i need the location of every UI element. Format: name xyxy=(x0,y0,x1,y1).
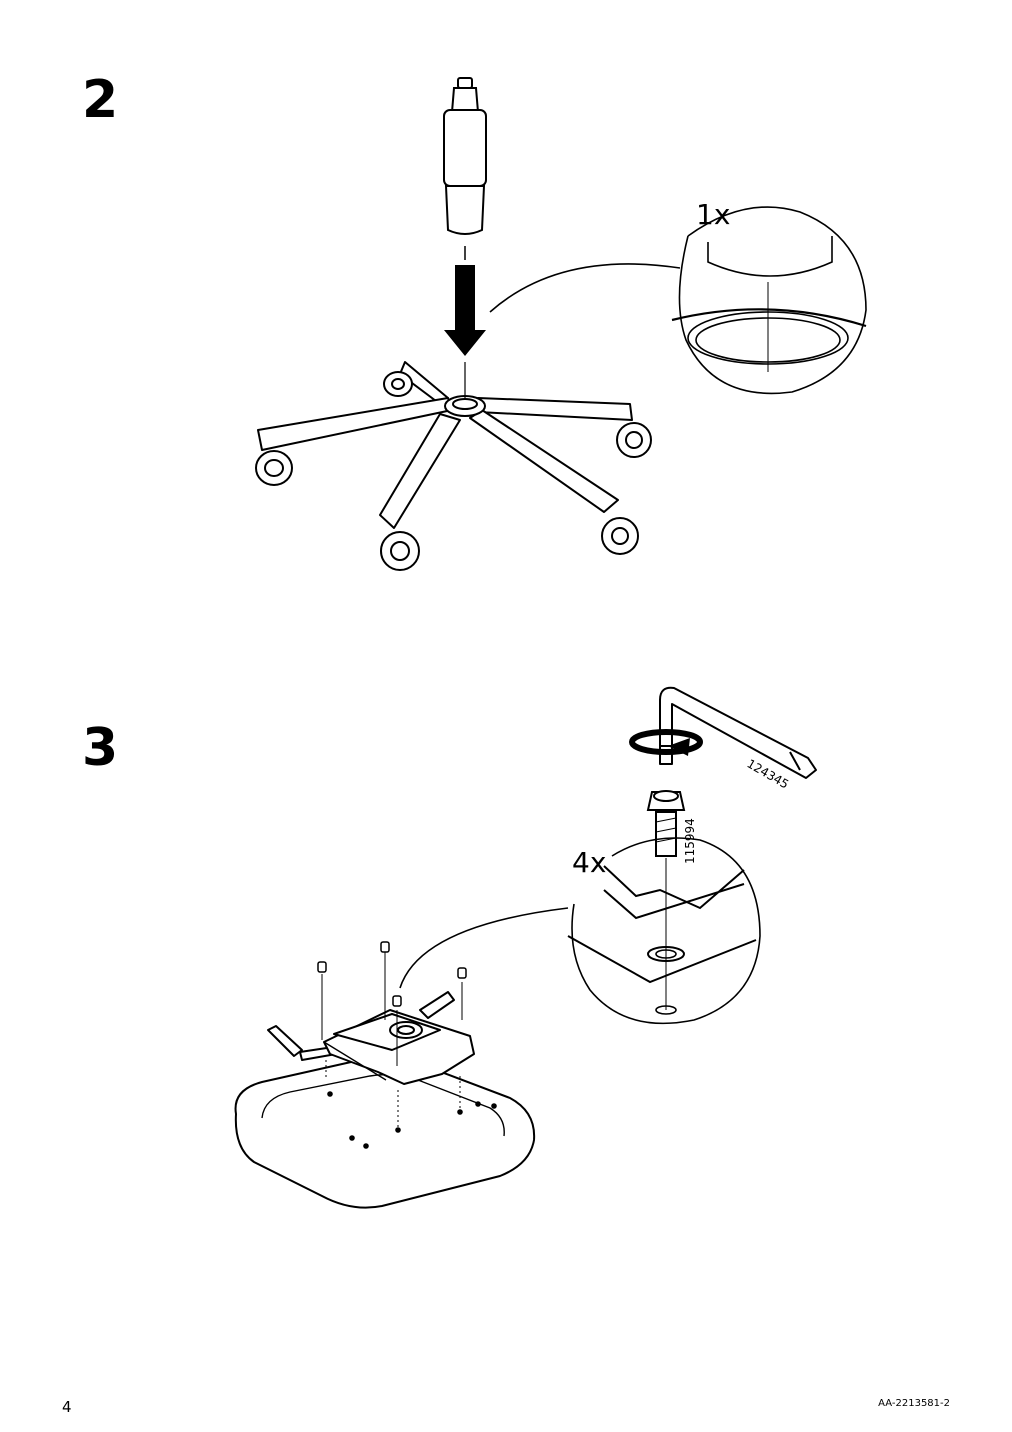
small-screws xyxy=(317,941,467,1007)
step-2-quantity-label: 1x xyxy=(696,198,730,231)
seat-cushion xyxy=(234,1056,536,1209)
gas-lift-cylinder xyxy=(443,77,487,260)
star-base xyxy=(257,361,633,529)
rotate-arrow-icon xyxy=(629,729,703,756)
bolt-part-number: 115994 xyxy=(683,818,697,864)
step-3-quantity-label: 4x xyxy=(572,846,606,879)
caster-wheels xyxy=(255,371,652,571)
page-number: 4 xyxy=(62,1398,72,1416)
down-arrow-icon xyxy=(444,265,486,356)
step-number-3: 3 xyxy=(82,718,119,778)
screw-drop-lines xyxy=(321,952,463,1130)
seat-mechanism-plate xyxy=(267,991,475,1085)
bolt xyxy=(646,790,686,1010)
detail-callout-socket xyxy=(489,206,867,395)
step-number-2: 2 xyxy=(82,70,119,130)
document-code: AA-2213581-2 xyxy=(878,1398,950,1409)
detail-callout-plate xyxy=(399,837,761,1025)
